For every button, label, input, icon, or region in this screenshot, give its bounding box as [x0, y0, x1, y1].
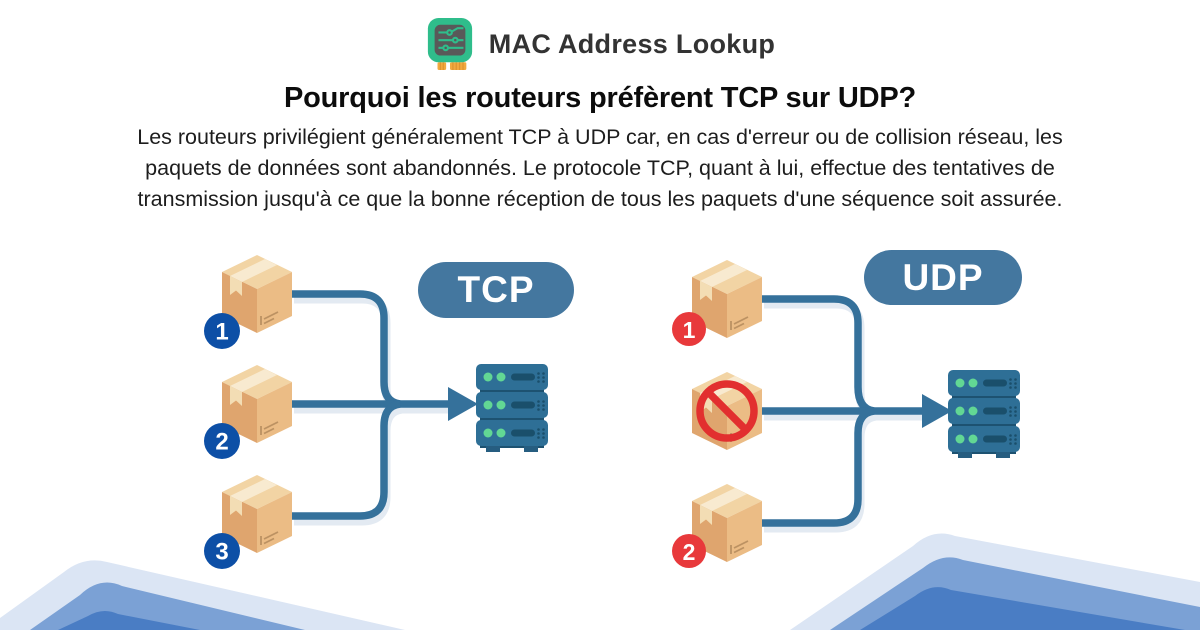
connector-lines — [292, 290, 448, 520]
packet-number-badge: 2 — [672, 534, 706, 568]
packet-number: 3 — [215, 539, 228, 566]
udp-label-badge: UDP — [864, 250, 1022, 305]
server-icon — [948, 370, 1020, 458]
brand-header: MAC Address Lookup — [0, 17, 1200, 71]
packet-number-badge: 1 — [672, 312, 706, 346]
prohibition-icon — [696, 380, 758, 442]
brand-name: MAC Address Lookup — [488, 28, 776, 59]
arrowhead-icon — [448, 387, 478, 421]
server-icon — [476, 364, 548, 452]
chip-icon — [427, 18, 472, 70]
tcp-diagram: 1 2 3 — [204, 254, 548, 569]
wave-decoration-right — [790, 533, 1200, 630]
connector-shadow — [764, 299, 924, 533]
packet-number: 2 — [215, 429, 228, 456]
packet-number-badge: 3 — [204, 533, 240, 569]
connector-shadow — [294, 294, 450, 526]
udp-diagram: 1 2 — [672, 259, 1020, 568]
connector-lines — [762, 295, 922, 527]
tcp-label-badge: TCP — [418, 262, 574, 318]
page-title: Pourquoi les routeurs préfèrent TCP sur … — [284, 82, 916, 114]
packet-number: 2 — [683, 539, 696, 565]
packet-number-badge: 2 — [204, 423, 240, 459]
wave-decoration-left — [0, 560, 405, 630]
description-text: Les routeurs privilégient généralement T… — [137, 125, 1063, 211]
arrowhead-icon — [922, 394, 952, 428]
packet-number-badge: 1 — [204, 313, 240, 349]
packet-number: 1 — [215, 319, 228, 346]
packet-number: 1 — [683, 317, 696, 343]
